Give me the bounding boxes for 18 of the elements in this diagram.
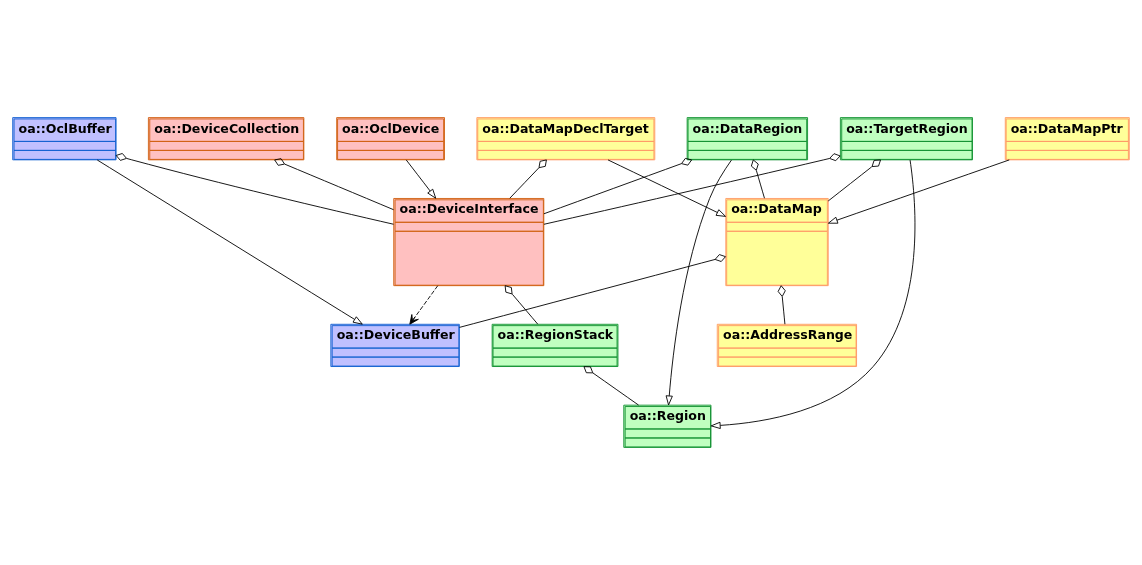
connector bbox=[543, 157, 693, 215]
arrow bbox=[607, 159, 726, 217]
connector bbox=[115, 153, 394, 225]
arrow bbox=[710, 159, 916, 429]
arrow bbox=[96, 159, 363, 325]
connector bbox=[583, 366, 639, 406]
connector bbox=[274, 158, 395, 211]
arrow bbox=[665, 159, 732, 406]
arrow bbox=[405, 159, 437, 199]
connector bbox=[827, 159, 881, 202]
connector bbox=[750, 159, 765, 199]
connector bbox=[777, 285, 786, 325]
arrow bbox=[827, 159, 1010, 224]
connector bbox=[459, 254, 726, 328]
connector bbox=[504, 285, 539, 325]
arrow bbox=[409, 285, 439, 325]
connector bbox=[543, 153, 841, 225]
connector bbox=[509, 159, 547, 199]
